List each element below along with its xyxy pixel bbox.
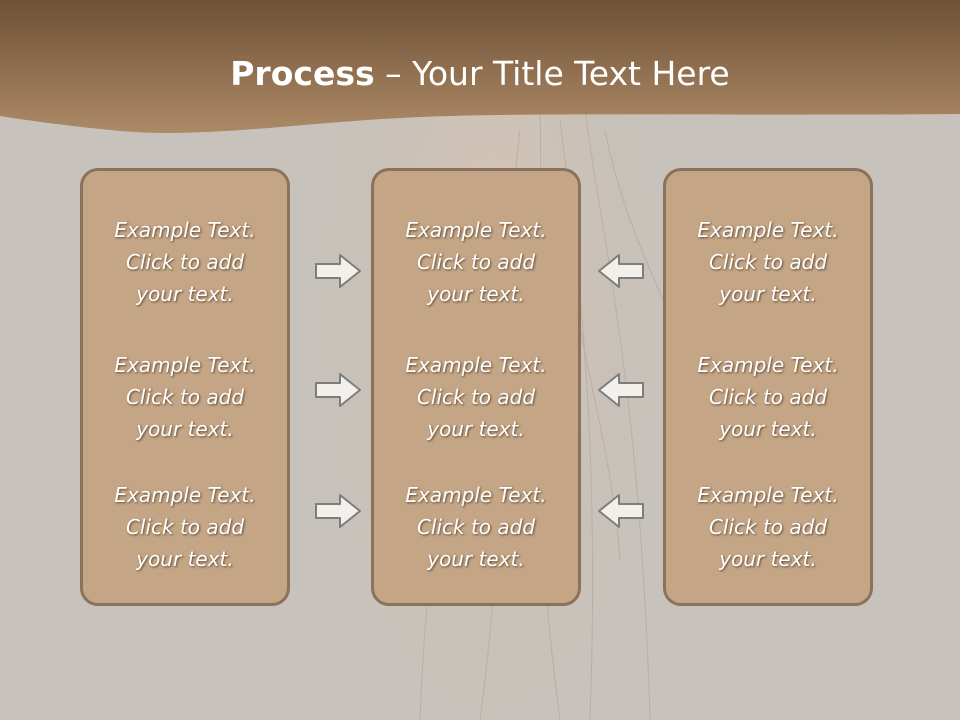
text-placeholder[interactable]: Example Text. Click to add your text. [374, 349, 578, 445]
title-rest: – Your Title Text Here [374, 54, 730, 93]
right-panel: Example Text. Click to add your text. Ex… [663, 168, 873, 606]
text-placeholder[interactable]: Example Text. Click to add your text. [83, 349, 287, 445]
text-line: your text. [136, 282, 234, 306]
middle-panel: Example Text. Click to add your text. Ex… [371, 168, 581, 606]
text-line: Example Text. [114, 353, 256, 377]
text-line: Example Text. [697, 353, 839, 377]
text-line: your text. [136, 547, 234, 571]
arrow-left-icon [598, 494, 644, 528]
text-line: Example Text. [114, 218, 256, 242]
text-line: Example Text. [697, 218, 839, 242]
arrow-left-icon [598, 373, 644, 407]
text-line: Example Text. [405, 483, 547, 507]
text-line: your text. [719, 547, 817, 571]
text-line: Click to add [708, 385, 828, 409]
arrow-right-icon [315, 373, 361, 407]
text-line: your text. [719, 417, 817, 441]
text-line: your text. [427, 282, 525, 306]
text-line: Click to add [416, 250, 536, 274]
text-placeholder[interactable]: Example Text. Click to add your text. [374, 479, 578, 575]
arrow-right-icon [315, 494, 361, 528]
title-bold: Process [230, 54, 375, 93]
arrow-left-icon [598, 254, 644, 288]
text-line: your text. [719, 282, 817, 306]
left-panel: Example Text. Click to add your text. Ex… [80, 168, 290, 606]
text-placeholder[interactable]: Example Text. Click to add your text. [83, 214, 287, 310]
arrow-right-icon [315, 254, 361, 288]
text-placeholder[interactable]: Example Text. Click to add your text. [666, 349, 870, 445]
text-line: Click to add [125, 385, 245, 409]
text-line: Click to add [416, 515, 536, 539]
text-placeholder[interactable]: Example Text. Click to add your text. [666, 214, 870, 310]
text-line: Click to add [708, 515, 828, 539]
text-placeholder[interactable]: Example Text. Click to add your text. [374, 214, 578, 310]
text-line: Click to add [708, 250, 828, 274]
text-line: Example Text. [405, 218, 547, 242]
text-line: Click to add [125, 250, 245, 274]
text-line: your text. [136, 417, 234, 441]
text-line: Click to add [416, 385, 536, 409]
text-line: your text. [427, 547, 525, 571]
text-placeholder[interactable]: Example Text. Click to add your text. [666, 479, 870, 575]
text-line: your text. [427, 417, 525, 441]
text-line: Example Text. [114, 483, 256, 507]
header-band [0, 0, 960, 133]
text-placeholder[interactable]: Example Text. Click to add your text. [83, 479, 287, 575]
text-line: Click to add [125, 515, 245, 539]
text-line: Example Text. [697, 483, 839, 507]
slide-title: Process – Your Title Text Here [0, 52, 960, 96]
text-line: Example Text. [405, 353, 547, 377]
